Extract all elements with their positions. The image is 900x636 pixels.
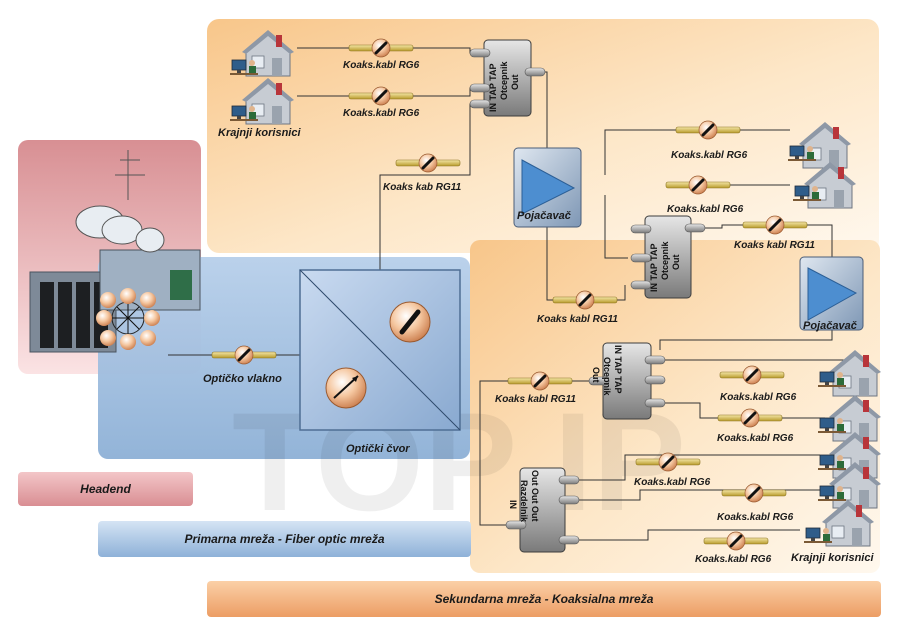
cable-label-rg6: Koaks.kabl RG6	[720, 392, 797, 403]
cable-label-rg6: Koaks.kabl RG6	[667, 204, 744, 215]
amplifier-label: Pojačavač	[803, 320, 857, 332]
svg-text:Out: Out	[671, 255, 681, 271]
cable-label-rg11: Koaks kabl RG11	[537, 314, 618, 325]
satellite-dish-icon	[75, 150, 165, 253]
legend-headend: Headend	[18, 472, 193, 506]
svg-text:Otcepnik: Otcepnik	[660, 240, 670, 280]
tap-device-icon: IN TAP TAP Otcepnik Out	[630, 215, 706, 299]
cable-label-rg6: Koaks.kabl RG6	[717, 433, 794, 444]
optical-node-label: Optički čvor	[346, 443, 410, 455]
svg-text:Out: Out	[591, 367, 601, 383]
legend-primary-network: Primarna mreža - Fiber optic mreža	[98, 521, 471, 557]
svg-text:IN: IN	[508, 500, 518, 509]
cable-label-rg11: Koaks kab RG11	[383, 182, 462, 193]
amplifier-icon	[799, 256, 864, 331]
svg-text:Out Out Out: Out Out Out	[530, 470, 540, 522]
optical-node-icon	[299, 269, 461, 431]
svg-text:Out: Out	[510, 75, 520, 91]
tap-device-icon: IN TAP TAP Otcepnik Out	[588, 342, 666, 420]
optical-fiber-label: Optičko vlakno	[203, 373, 282, 385]
amplifier-icon	[513, 147, 582, 228]
end-users-label: Krajnji korisnici	[791, 552, 874, 564]
cable-label-rg11: Koaks kabl RG11	[495, 394, 576, 405]
cable-label-rg6: Koaks.kabl RG6	[343, 60, 420, 71]
secondary-zone-top	[207, 19, 879, 253]
svg-text:Otcepnik: Otcepnik	[499, 60, 509, 100]
tap-device-icon: IN TAP TAP Otcepnik Out	[469, 39, 546, 117]
legend-secondary-network: Sekundarna mreža - Koaksialna mreža	[207, 581, 881, 617]
svg-text:IN TAP TAP: IN TAP TAP	[649, 243, 659, 292]
svg-text:Otcepnik: Otcepnik	[602, 357, 612, 397]
cable-label-rg6: Koaks.kabl RG6	[695, 554, 772, 565]
cable-label-rg6: Koaks.kabl RG6	[717, 512, 794, 523]
splitter-device-icon: Out Out Out Razdelnik IN	[505, 467, 580, 553]
headend-equipment	[29, 150, 201, 353]
svg-text:IN TAP TAP: IN TAP TAP	[613, 345, 623, 394]
svg-text:Razdelnik: Razdelnik	[519, 480, 529, 523]
cable-label-rg6: Koaks.kabl RG6	[671, 150, 748, 161]
cable-label-rg11: Koaks kabl RG11	[734, 240, 815, 251]
end-users-label: Krajnji korisnici	[218, 127, 301, 139]
cable-label-rg6: Koaks.kabl RG6	[343, 108, 420, 119]
cable-label-rg6: Koaks.kabl RG6	[634, 477, 711, 488]
svg-text:IN TAP TAP: IN TAP TAP	[488, 63, 498, 112]
amplifier-label: Pojačavač	[517, 210, 571, 222]
